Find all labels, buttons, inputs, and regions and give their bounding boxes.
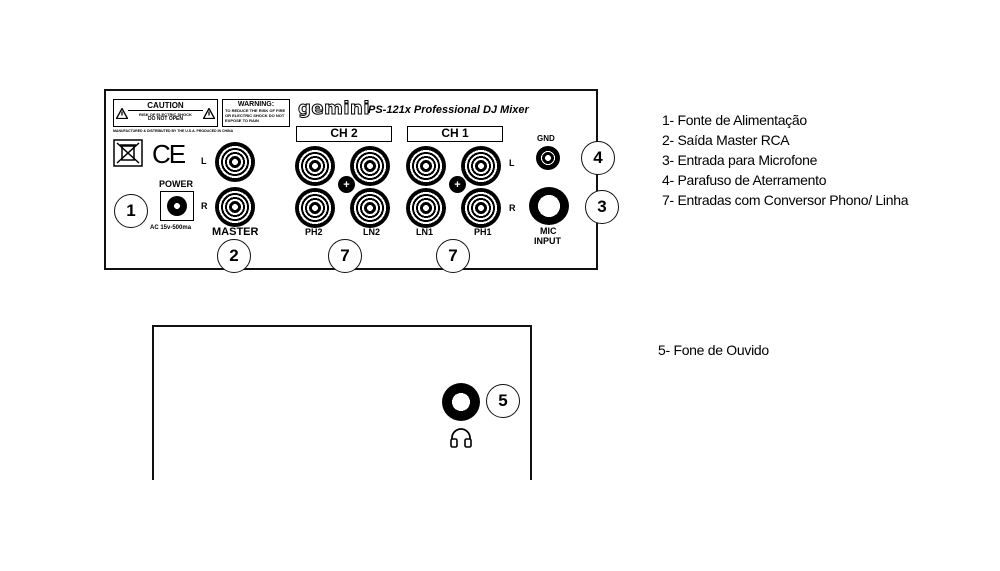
- headphone-jack[interactable]: [442, 383, 480, 421]
- ce-mark: CE: [152, 139, 186, 169]
- jack-ln2-label: LN2: [363, 227, 381, 237]
- jack-ln1-label: LN1: [416, 227, 434, 237]
- headphone-icon: [450, 428, 472, 448]
- caution-title: CAUTION: [128, 101, 203, 111]
- legend-item: 1- Fonte de Alimentação: [662, 112, 807, 128]
- jack-ph1-label: PH1: [474, 227, 492, 237]
- caution-line1: RISK OF ELECTRIC SHOCK: [139, 112, 192, 117]
- caution-box: CAUTION RISK OF ELECTRIC SHOCK DO NOT OP…: [113, 99, 218, 127]
- warning-triangle-icon: [116, 108, 128, 119]
- legend-item: 3- Entrada para Microfone: [662, 152, 818, 168]
- brand-logo: gemini: [297, 98, 371, 120]
- ch2-box: CH 2: [296, 126, 392, 142]
- mic-label: MIC: [540, 226, 557, 236]
- caution-line2: DO NOT OPEN: [147, 116, 183, 122]
- warning-text: TO REDUCE THE RISK OF FIRE OR ELECTRIC S…: [225, 108, 286, 123]
- ch1-label: CH 1: [441, 126, 469, 140]
- jack-ph2-label: PH2: [305, 227, 323, 237]
- ch1-screw: +: [449, 176, 466, 193]
- gnd-screw[interactable]: [536, 146, 560, 170]
- master-l-jack[interactable]: [215, 142, 255, 182]
- power-socket-hole: [167, 196, 187, 216]
- callout-ch1: 7: [436, 239, 470, 273]
- master-left-label: L: [201, 156, 207, 166]
- callout-master: 2: [217, 239, 251, 273]
- master-r-jack[interactable]: [215, 187, 255, 227]
- ch1-ln1-r-jack[interactable]: [406, 188, 446, 228]
- legend: 1- Fonte de Alimentação 2- Saída Master …: [662, 110, 908, 210]
- gnd-label: GND: [537, 134, 555, 143]
- master-right-label: R: [201, 201, 208, 211]
- ch1-left-label: L: [509, 158, 515, 168]
- warning-box: WARNING: TO REDUCE THE RISK OF FIRE OR E…: [222, 99, 290, 127]
- power-socket[interactable]: [160, 191, 194, 221]
- crossed-bin-icon: [113, 139, 143, 167]
- master-label: MASTER: [212, 226, 259, 238]
- callout-power: 1: [114, 194, 148, 228]
- callout-headphone: 5: [486, 384, 520, 418]
- ch1-ln1-l-jack[interactable]: [406, 146, 446, 186]
- callout-gnd: 4: [581, 141, 615, 175]
- callout-mic: 3: [585, 190, 619, 224]
- legend-item: 7- Entradas com Conversor Phono/ Linha: [662, 192, 909, 208]
- model-name: PS-121x Professional DJ Mixer: [368, 104, 529, 116]
- warning-triangle-icon: [203, 108, 215, 119]
- ch2-ph2-l-jack[interactable]: [295, 146, 335, 186]
- callout-ch2: 7: [328, 239, 362, 273]
- ch1-ph1-l-jack[interactable]: [461, 146, 501, 186]
- ch1-box: CH 1: [407, 126, 503, 142]
- input-label: INPUT: [534, 236, 561, 246]
- power-label: POWER: [159, 179, 194, 189]
- fine-print: MANUFACTURED & DISTRIBUTED BY THE U.S.A.…: [113, 129, 234, 133]
- power-rating: AC 15v-500ma: [150, 225, 192, 231]
- ch2-label: CH 2: [330, 126, 358, 140]
- warning-title: WARNING:: [237, 101, 275, 108]
- ch2-screw: +: [338, 176, 355, 193]
- legend-headphone-item: 5- Fone de Ouvido: [658, 342, 769, 358]
- ch2-ph2-r-jack[interactable]: [295, 188, 335, 228]
- legend-item: 4- Parafuso de Aterramento: [662, 172, 827, 188]
- ch2-ln2-r-jack[interactable]: [350, 188, 390, 228]
- legend-item: 2- Saída Master RCA: [662, 132, 790, 148]
- ch1-ph1-r-jack[interactable]: [461, 188, 501, 228]
- mic-input-jack[interactable]: [529, 187, 569, 225]
- ch2-ln2-l-jack[interactable]: [350, 146, 390, 186]
- front-panel: [152, 325, 532, 480]
- ch1-right-label: R: [509, 203, 516, 213]
